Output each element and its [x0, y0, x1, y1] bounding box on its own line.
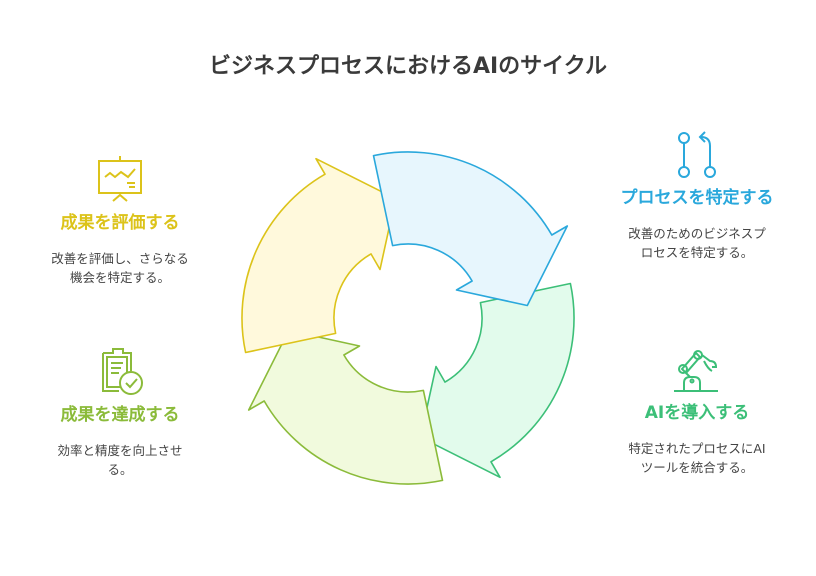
step-evaluate: 成果を評価する 改善を評価し、さらなる機会を特定する。 [40, 155, 200, 287]
page-title: ビジネスプロセスにおけるAIのサイクル [208, 54, 608, 79]
cycle-arrow-evaluate [241, 157, 397, 354]
step-identify: プロセスを特定する 改善のためのビジネスプロセスを特定する。 [617, 130, 777, 262]
step-title: 成果を評価する [60, 213, 180, 233]
step-title: プロセスを特定する [620, 188, 774, 208]
robot-arm-icon [674, 350, 718, 392]
presentation-chart-icon [98, 156, 142, 202]
process-branch-icon [678, 131, 716, 178]
step-description: 改善のためのビジネスプロセスを特定する。 [628, 226, 766, 260]
step-description: 効率と精度を向上させる。 [57, 443, 183, 477]
cycle-arrow-identify [372, 151, 569, 307]
step-implement: AIを導入する 特定されたプロセスにAIツールを統合する。 [617, 345, 777, 477]
step-description: 特定されたプロセスにAIツールを統合する。 [628, 441, 766, 475]
step-achieve: 成果を達成する 効率と精度を向上させる。 [40, 347, 200, 479]
cycle-arrow-implement [419, 282, 575, 479]
step-title: 成果を達成する [60, 405, 180, 425]
cycle-arrow-achieve [247, 329, 444, 485]
step-description: 改善を評価し、さらなる機会を特定する。 [51, 251, 189, 285]
step-title: AIを導入する [644, 403, 750, 423]
clipboard-check-icon [102, 348, 143, 395]
